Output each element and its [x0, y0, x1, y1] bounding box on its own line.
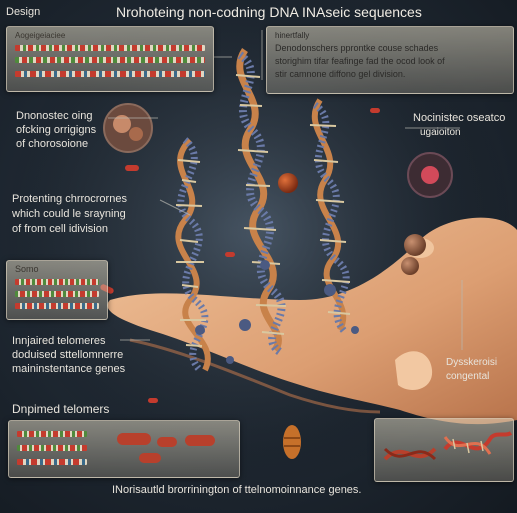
sequence-stripe	[17, 459, 87, 465]
floating-particles	[100, 108, 426, 403]
panel-top-right-line: storighim tifar feafinge fad the ocod lo…	[275, 56, 445, 66]
text-line: of chorosoione	[16, 138, 89, 150]
panel-bottom-right	[374, 418, 514, 482]
text-line: doduised sttellomnerre	[12, 349, 124, 361]
sequence-stripe	[15, 303, 99, 309]
panel-top-right-line: stir camnone diffono gel division.	[275, 69, 406, 79]
page-title: Nrohoteing non-codning DNA INAseic seque…	[116, 4, 422, 20]
sequence-stripe	[17, 445, 87, 451]
panel-mid-left: Somo	[6, 260, 108, 320]
text-line: Dysskeroisi	[446, 357, 498, 368]
bacteria-rod	[185, 435, 215, 446]
dna-helix-center	[235, 48, 287, 356]
footer-caption: INorisautld brorrinington of ttelnomoinn…	[112, 484, 362, 496]
text-line: Innjaired telomeres	[12, 335, 106, 347]
sequence-stripe	[15, 57, 205, 63]
text-line: ofcking orrigigns	[16, 124, 97, 136]
bacterium	[283, 425, 301, 459]
bacteria-rod	[157, 437, 177, 447]
text-line: of from cell idivision	[12, 223, 108, 235]
text-line: Dnonostec oing	[16, 110, 93, 122]
sequence-stripe	[15, 279, 99, 285]
bacteria-rod	[139, 453, 161, 463]
panel-mid-left-label: Somo	[15, 264, 39, 274]
callout-lines	[108, 30, 463, 350]
panel-bottom-left	[8, 420, 240, 478]
text-line: congental	[446, 371, 490, 382]
panel-top-left: Aogeigeiaciee	[6, 26, 214, 92]
text-line: Nocinistec oseatco	[413, 112, 506, 124]
sequence-stripe	[15, 291, 99, 297]
text-line: ugaioiton	[420, 127, 461, 138]
header-left-label: Design	[6, 6, 41, 18]
cell-right	[407, 152, 453, 198]
cell-left	[103, 103, 153, 153]
panel-top-right-line: Denodonschers pprontke couse schades	[275, 43, 439, 53]
text-line: Protenting chrrocrornes	[12, 193, 127, 205]
sequence-stripe	[15, 45, 205, 51]
text-line: maininstentance genes	[12, 363, 126, 375]
dna-helix-left	[175, 137, 211, 373]
panel-top-left-label: Aogeigeiaciee	[15, 31, 66, 40]
sequence-stripe	[15, 71, 205, 77]
panel-top-right-line: hinertfally	[275, 31, 310, 40]
damaged-dna-illustration	[383, 431, 513, 461]
panel-top-right: hinertfally Denodonschers pprontke couse…	[266, 26, 514, 94]
text-line: which could le srayning	[12, 208, 126, 220]
bacteria-rod	[117, 433, 151, 445]
section-heading-telomers: Dnpimed telomers	[12, 402, 110, 416]
sequence-stripe	[17, 431, 87, 437]
